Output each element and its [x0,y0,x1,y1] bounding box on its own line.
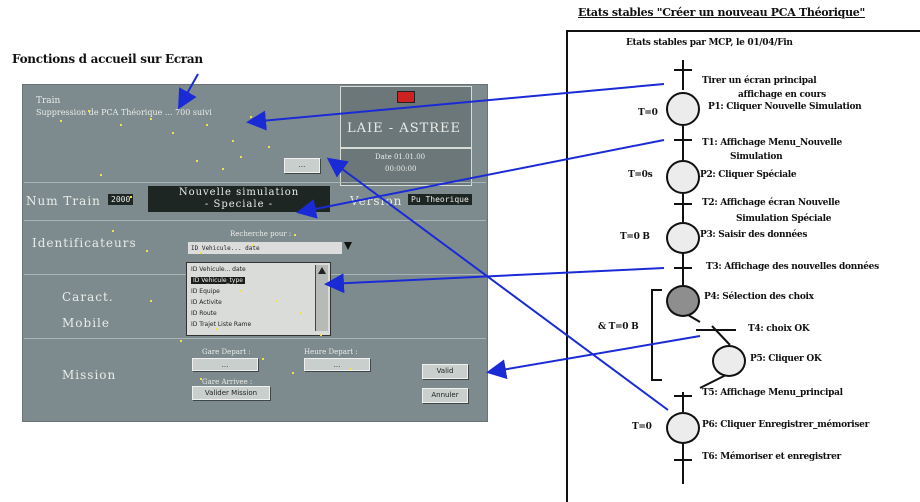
top-button[interactable]: ... [284,158,320,173]
list-item[interactable]: ID Route [191,310,217,317]
date-line-2: 00:00:00 [385,165,417,173]
chevron-down-icon[interactable] [344,242,352,250]
version-field[interactable]: Pu Theorique [408,194,472,205]
list-item[interactable]: ID Equipe [191,288,220,295]
loop-timer: & T=0 B [598,322,639,332]
flag-icon [397,91,415,103]
receptivity-3-line-2: Simulation Spéciale [736,214,832,224]
transition-bars [674,69,736,461]
receptivity-1-line-2: affichage en cours [738,90,826,100]
mission-label: Mission [62,368,117,382]
logo-text: LAIE - ASTREE [347,121,462,136]
step-6 [666,412,700,444]
mobile-label: Mobile [62,316,110,330]
receptivity-1-line-3: P1: Cliquer Nouvelle Simulation [708,102,862,112]
list-item[interactable]: ID Trajet Liste Rame [191,321,252,328]
grafcet-title: Etats stables "Créer un nouveau PCA Théo… [578,6,865,19]
receptivity-2-line-1: T1: Affichage Menu_Nouvelle [702,138,842,148]
date-box: Date 01.01.00 00:00:00 [340,148,472,186]
step-3 [666,222,700,254]
mode-title-line-2: - Speciale - [204,199,274,210]
id-dropdown[interactable]: ID Vehicule... date [188,242,342,254]
heure-depart-field[interactable]: ... [304,358,370,371]
logo-box: LAIE - ASTREE [340,86,472,148]
id-dropdown-value: ID Vehicule... date [191,245,260,252]
gare-depart-field[interactable]: ... [192,358,258,371]
receptivity-5: T4: choix OK [748,324,810,334]
timer-2: T=0s [628,170,653,180]
receptivity-6: T5: Affichage Menu_principal [702,388,843,398]
step-5 [712,345,746,377]
screen-subtitle: Suppression de PCA Théorique ... 700 sui… [36,108,212,117]
receptivity-2-line-3: P2: Cliquer Spéciale [700,170,797,180]
flow-lines [682,60,731,484]
application-screenshot: Train Suppression de PCA Théorique ... 7… [22,84,488,422]
step-4 [666,285,700,317]
valider-button[interactable]: Valid [422,364,468,379]
timer-3: T=0 B [620,232,650,242]
step-2 [666,160,700,194]
annuler-button[interactable]: Annuler [422,388,468,403]
receptivity-7: T6: Mémoriser et enregistrer [702,452,841,462]
gare-arrivee-label: Gare Arrivee : [202,378,253,386]
timer-1: T=0 [638,108,658,118]
receptivity-4: T3: Affichage des nouvelles données [706,262,879,272]
grafcet-diagram [178,60,736,484]
gare-arrivee-field[interactable]: Valider Mission [192,386,270,400]
action-5: P5: Cliquer OK [750,354,822,364]
action-4: P4: Sélection des choix [704,292,814,302]
num-train-field[interactable]: 2000 [108,194,134,205]
separator [24,220,486,221]
heure-depart-label: Heure Depart : [304,348,358,356]
receptivity-2-line-2: Simulation [730,152,783,162]
list-item[interactable]: ID Activite [191,299,222,306]
mode-title-line-1: Nouvelle simulation [178,187,300,198]
num-train-label: Num Train [26,194,101,208]
list-item-selected[interactable]: ID Vehicule_type [191,277,245,284]
caract-label: Caract. [62,290,114,304]
identificateurs-label: Identificateurs [32,236,137,250]
receptivity-3-line-1: T2: Affichage écran Nouvelle [702,198,840,208]
grafcet-frame [566,30,920,502]
dropdown-caption: Recherche pour : [230,230,292,238]
separator [24,182,486,183]
screen-heading: Train [36,96,61,106]
timer-6: T=0 [632,422,652,432]
identificateurs-listbox[interactable]: ID Vehicule... date ID Vehicule_type ID … [186,262,331,336]
receptivity-3-line-3: P3: Saisir des données [700,230,808,240]
list-item[interactable]: ID Vehicule... date [191,266,246,273]
receptivity-1-line-1: Tirer un écran principal [702,76,817,86]
gare-depart-label: Gare Depart : [202,348,251,356]
separator [24,338,486,339]
scroll-up-icon[interactable] [318,267,326,274]
step-1 [666,92,700,126]
date-line-1: Date 01.01.00 [375,153,426,161]
screenshot-caption: Fonctions d accueil sur Ecran [12,52,203,66]
loop-bracket [651,289,662,381]
link-arrows [178,73,701,411]
grafcet-subtitle: Etats stables par MCP, le 01/04/Fin [626,38,793,48]
action-6: P6: Cliquer Enregistrer_mémoriser [702,420,870,430]
